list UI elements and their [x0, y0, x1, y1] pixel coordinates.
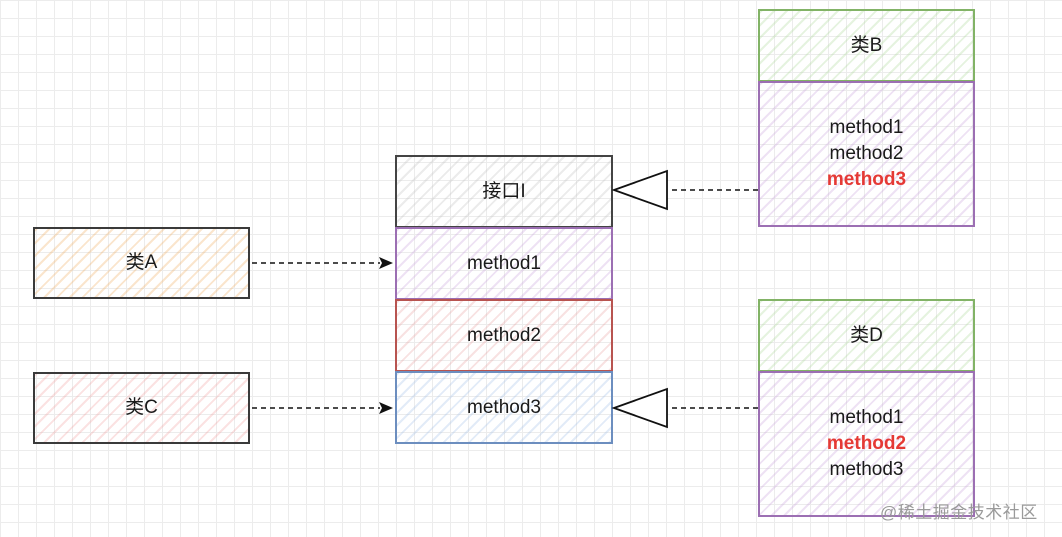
interface-i-method3: method3	[467, 396, 541, 418]
class-a-label: 类A	[125, 252, 158, 273]
class-b-title: 类B	[850, 34, 883, 56]
arrowhead-c-to-method3	[379, 402, 393, 414]
interface-i-title-box: 接口I	[395, 155, 613, 228]
class-d-title: 类D	[850, 324, 883, 346]
arrowhead-a-to-method1	[379, 257, 393, 269]
interface-i-method2-box: method2	[395, 299, 613, 372]
interface-i-method2: method2	[467, 324, 541, 346]
interface-i-method3-box: method3	[395, 371, 613, 444]
class-b-method2: method2	[829, 143, 904, 164]
class-b-method3-highlighted: method3	[826, 169, 907, 190]
class-b-method1: method1	[829, 117, 904, 138]
realization-head-b	[611, 169, 668, 211]
interface-i-method1: method1	[467, 252, 541, 274]
class-d-title-box: 类D	[758, 299, 975, 372]
interface-i-title: 接口I	[482, 180, 526, 202]
class-d-methods-box: method1 method2 method3	[758, 371, 975, 517]
realization-head-d	[611, 387, 668, 429]
class-a-box: 类A	[33, 227, 250, 299]
class-b-title-box: 类B	[758, 9, 975, 82]
class-d-method1: method1	[829, 407, 904, 428]
class-b-methods-box: method1 method2 method3	[758, 81, 975, 227]
class-c-box: 类C	[33, 372, 250, 444]
class-d-method3: method3	[829, 459, 904, 480]
class-d-method2-highlighted: method2	[826, 433, 907, 454]
watermark: @稀土掘金技术社区	[880, 503, 1038, 522]
class-c-label: 类C	[125, 397, 158, 418]
